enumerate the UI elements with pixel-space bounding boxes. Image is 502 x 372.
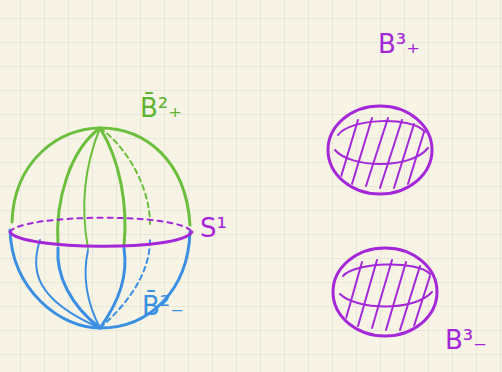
ball-lower [333,248,437,336]
ball-label: B³₋ [445,326,487,355]
upper-hemisphere [12,128,190,248]
lower-hemisphere [10,230,190,328]
hemisphere-label: B̄²₊ [140,94,182,123]
equator-circle [10,218,192,247]
circle-label: S¹ [200,214,227,243]
ball-label: B³₊ [378,30,420,59]
hemisphere-label: B̄²₋ [142,292,184,321]
ball-upper [328,106,432,194]
